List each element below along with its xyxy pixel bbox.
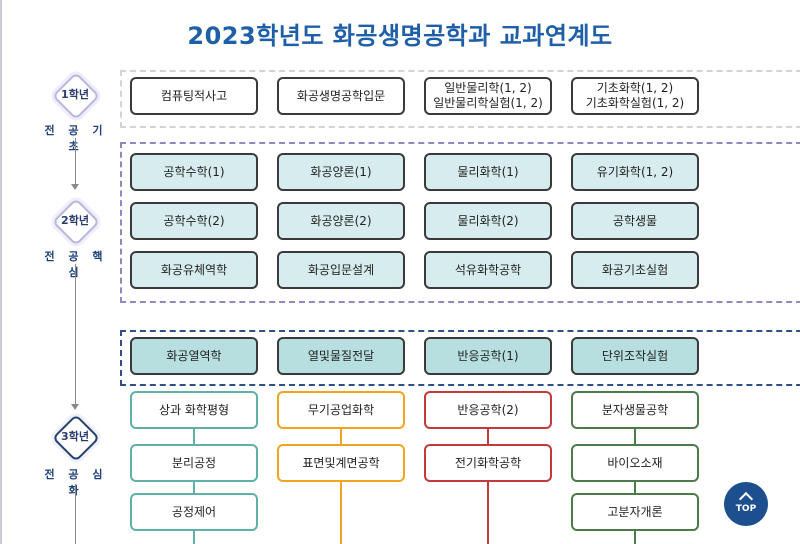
- course-box[interactable]: 분리공정: [130, 444, 258, 482]
- course-label: 전기화학공학: [454, 455, 522, 470]
- course-box[interactable]: 화공기초실험: [571, 251, 699, 289]
- arrow-down-icon: [71, 184, 79, 190]
- course-box[interactable]: 단위조작실험: [571, 337, 699, 375]
- year-marker-1: 1학년: [51, 71, 101, 121]
- course-label: 공정제어: [171, 504, 217, 519]
- course-box[interactable]: 전기화학공학: [424, 444, 552, 482]
- course-box[interactable]: 물리화학(1): [424, 153, 552, 191]
- course-box[interactable]: 공정제어: [130, 493, 258, 531]
- year-marker-2: 2학년: [51, 197, 101, 247]
- track-line-red: [487, 429, 489, 544]
- category-label: 전 공 핵 심: [44, 250, 108, 279]
- top-button-label: TOP: [735, 504, 757, 514]
- course-box[interactable]: 컴퓨팅적사고: [130, 77, 258, 115]
- course-box[interactable]: 화공열역학: [130, 337, 258, 375]
- course-label: 무기공업화학: [307, 402, 375, 417]
- course-box[interactable]: 공학수학(2): [130, 202, 258, 240]
- track-line-green: [634, 429, 636, 544]
- course-box[interactable]: 열및물질전달: [277, 337, 405, 375]
- arrow-down-icon: [71, 404, 79, 410]
- course-label: 상과 화학평형: [158, 402, 230, 417]
- course-box[interactable]: 일반물리학(1, 2)일반물리학실험(1, 2): [424, 77, 552, 115]
- course-box[interactable]: 화공생명공학입문: [277, 77, 405, 115]
- course-label: 단위조작실험: [601, 348, 669, 363]
- course-box[interactable]: 공학수학(1): [130, 153, 258, 191]
- course-label: 반응공학(1): [457, 348, 519, 363]
- course-box[interactable]: 반응공학(2): [424, 391, 552, 429]
- course-label: 화공생명공학입문: [296, 88, 386, 103]
- course-label: 화공양론(2): [310, 213, 372, 228]
- core-group: [120, 142, 800, 303]
- course-label: 화공입문설계: [307, 262, 375, 277]
- scroll-to-top-button[interactable]: TOP: [724, 482, 768, 526]
- course-box[interactable]: 분자생물공학: [571, 391, 699, 429]
- year-label: 1학년: [61, 88, 89, 101]
- course-box[interactable]: 상과 화학평형: [130, 391, 258, 429]
- track-line-teal: [193, 429, 195, 544]
- foundation-group: [120, 70, 800, 128]
- course-box[interactable]: 바이오소재: [571, 444, 699, 482]
- course-label: 석유화학공학: [454, 262, 522, 277]
- course-box[interactable]: 화공양론(1): [277, 153, 405, 191]
- course-box[interactable]: 화공입문설계: [277, 251, 405, 289]
- course-box[interactable]: 화공유체역학: [130, 251, 258, 289]
- timeline-line: [75, 264, 76, 404]
- course-label: 화공양론(1): [310, 164, 372, 179]
- course-box[interactable]: 화공양론(2): [277, 202, 405, 240]
- course-label: 컴퓨팅적사고: [160, 88, 228, 103]
- course-label: 일반물리학(1, 2)일반물리학실험(1, 2): [433, 81, 543, 110]
- course-label: 표면및계면공학: [302, 455, 380, 470]
- course-label: 화공기초실험: [601, 262, 669, 277]
- course-label: 화공열역학: [166, 348, 222, 363]
- year-marker-3: 3학년: [51, 413, 101, 463]
- timeline-line: [75, 484, 76, 544]
- category-label: 전 공 기 초: [44, 124, 108, 153]
- track-line-orange: [340, 429, 342, 544]
- course-label: 열및물질전달: [307, 348, 375, 363]
- course-box[interactable]: 반응공학(1): [424, 337, 552, 375]
- category-label: 전 공 심 화: [44, 468, 108, 497]
- course-label: 물리화학(2): [457, 213, 519, 228]
- course-label: 공학생물: [612, 213, 658, 228]
- course-label: 바이오소재: [607, 455, 663, 470]
- course-label: 공학수학(1): [163, 164, 225, 179]
- course-label: 반응공학(2): [457, 402, 519, 417]
- course-box[interactable]: 공학생물: [571, 202, 699, 240]
- course-label: 고분자개론: [607, 504, 663, 519]
- advanced-required-group: [120, 330, 800, 386]
- course-box[interactable]: 기초화학(1, 2)기초화학실험(1, 2): [571, 77, 699, 115]
- course-label: 공학수학(2): [163, 213, 225, 228]
- course-box[interactable]: 고분자개론: [571, 493, 699, 531]
- year-label: 2학년: [61, 214, 89, 227]
- course-box[interactable]: 물리화학(2): [424, 202, 552, 240]
- course-box[interactable]: 표면및계면공학: [277, 444, 405, 482]
- course-label: 화공유체역학: [160, 262, 228, 277]
- course-label: 기초화학(1, 2)기초화학실험(1, 2): [585, 81, 685, 110]
- page-title: 2023학년도 화공생명공학과 교과연계도: [187, 22, 613, 50]
- course-box[interactable]: 무기공업화학: [277, 391, 405, 429]
- course-label: 유기화학(1, 2): [596, 164, 674, 179]
- page-left-border: [0, 0, 2, 544]
- course-box[interactable]: 석유화학공학: [424, 251, 552, 289]
- course-label: 분리공정: [171, 455, 217, 470]
- year-label: 3학년: [61, 430, 89, 443]
- timeline-line: [75, 138, 76, 184]
- course-label: 물리화학(1): [457, 164, 519, 179]
- course-label: 분자생물공학: [601, 402, 669, 417]
- course-box[interactable]: 유기화학(1, 2): [571, 153, 699, 191]
